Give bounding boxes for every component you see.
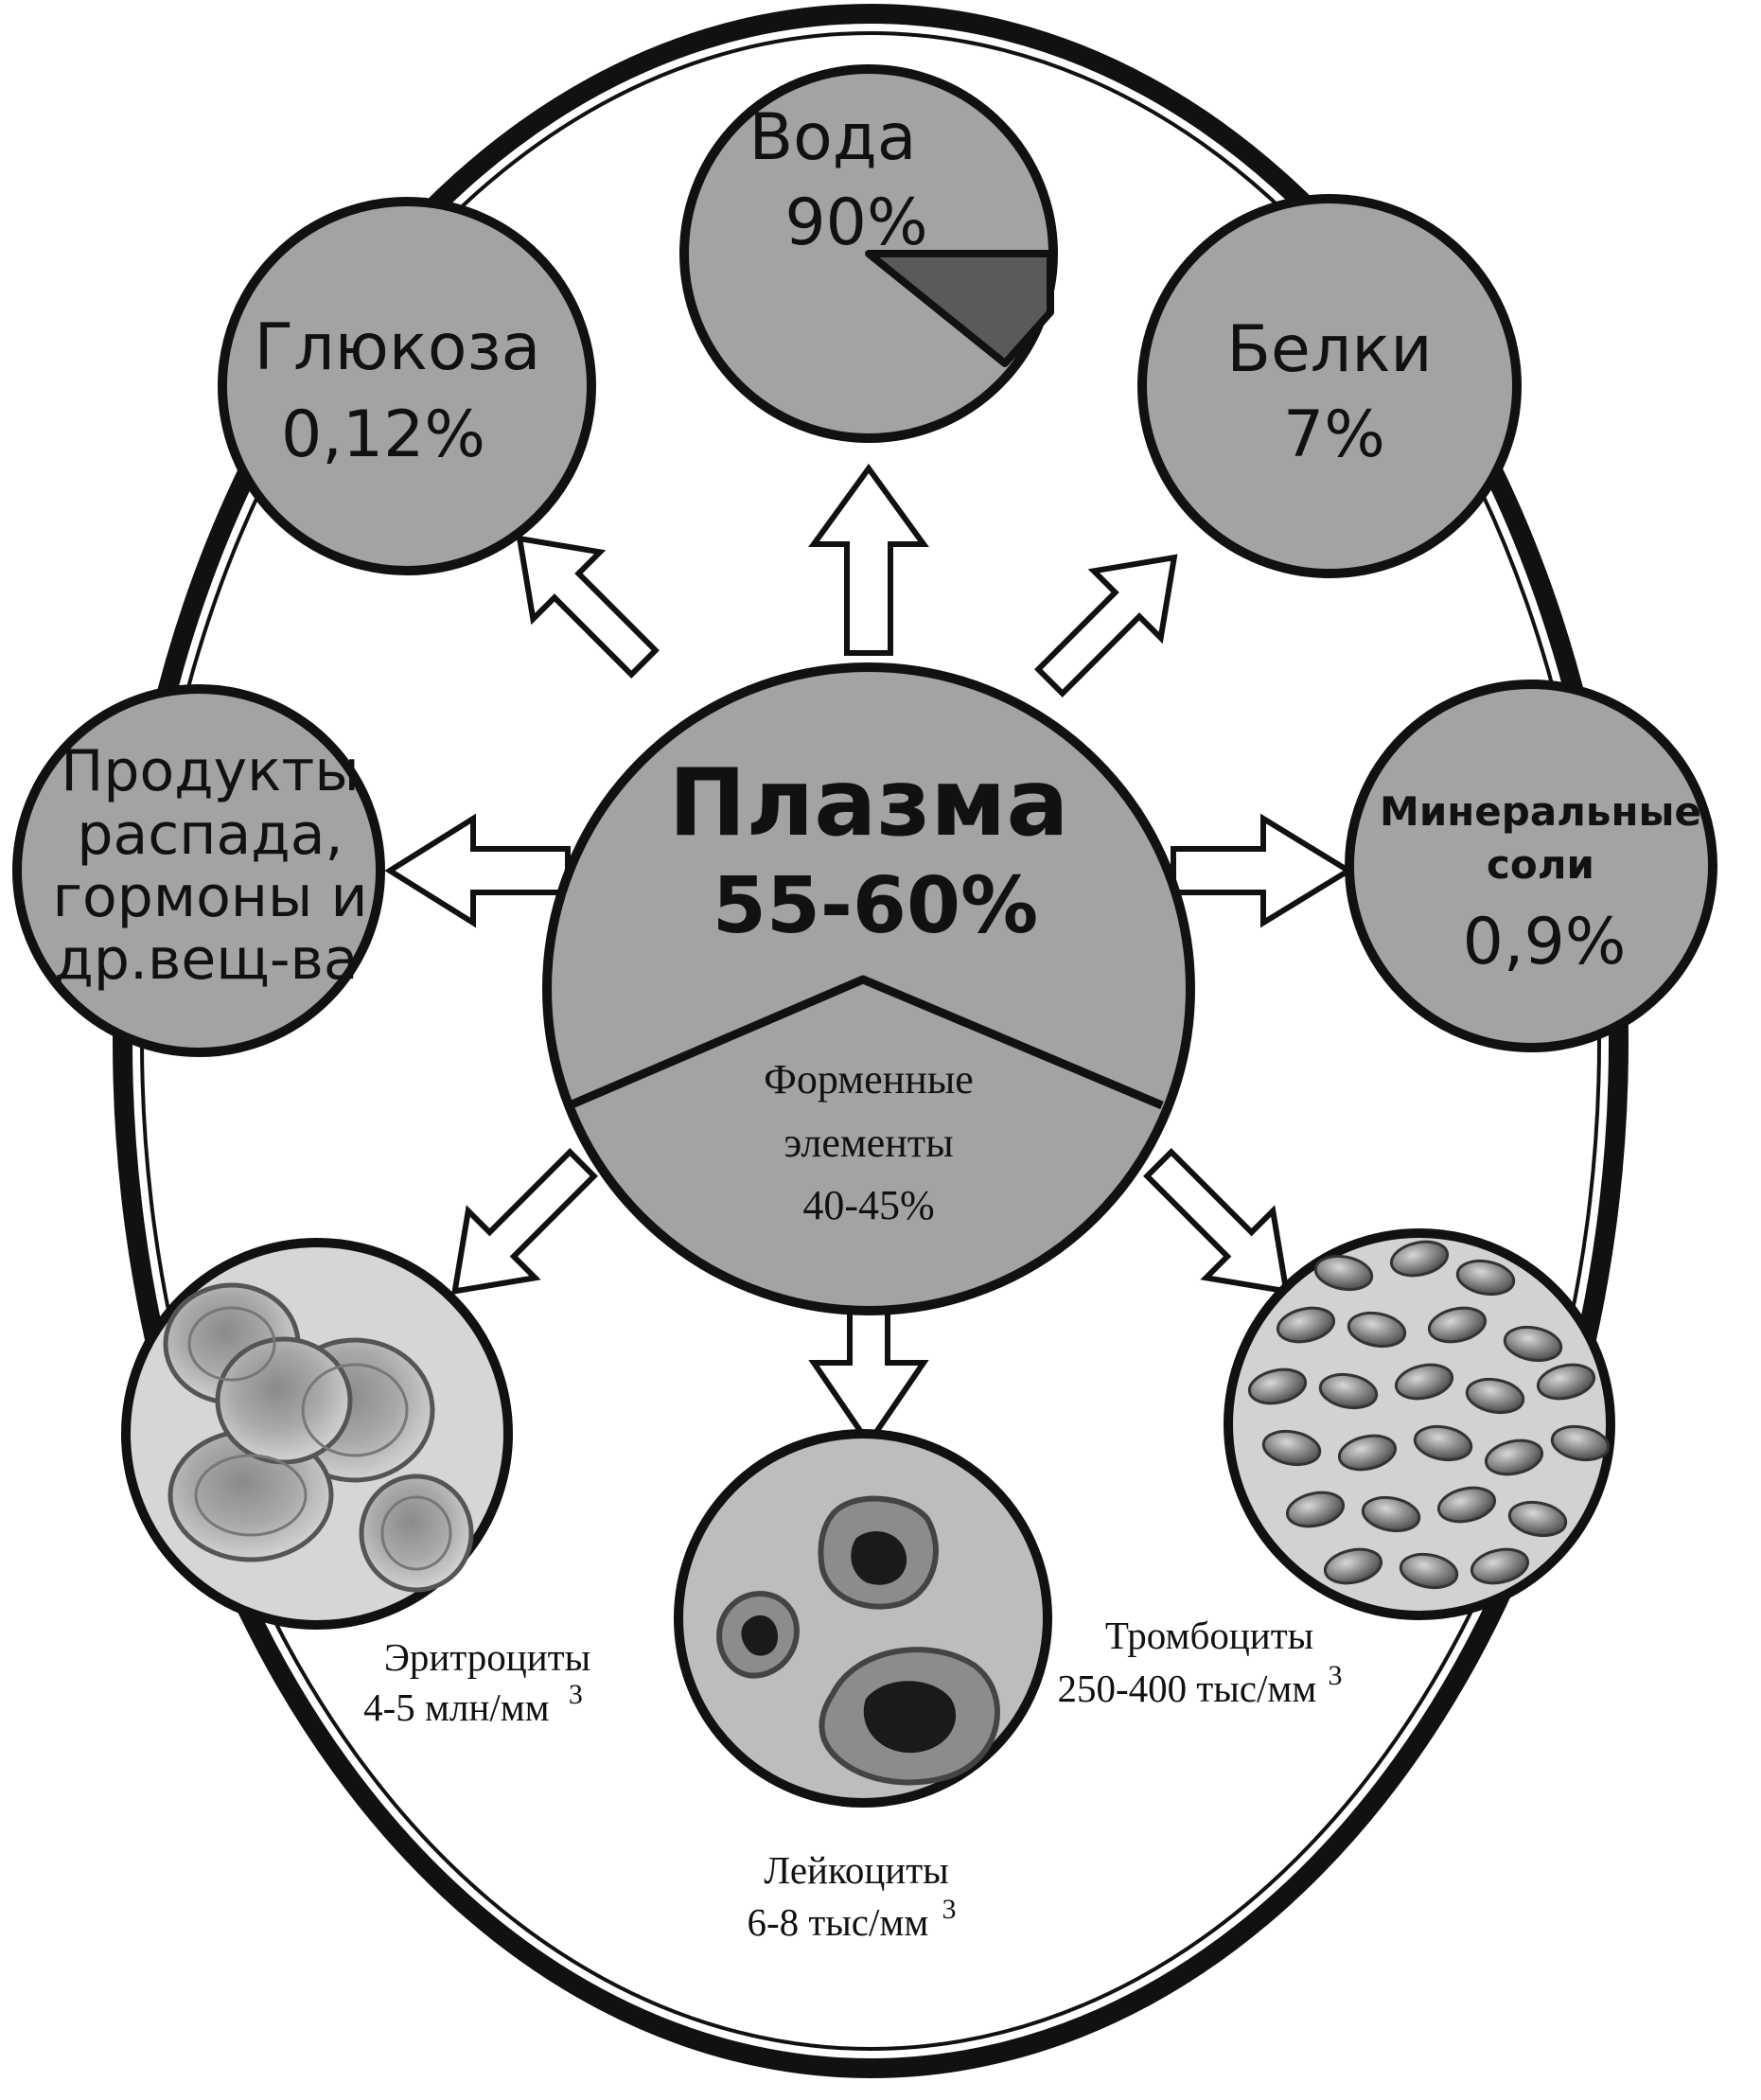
platelet-dot <box>1394 1363 1454 1401</box>
arrow-icon <box>384 813 571 928</box>
minerals-node: Минеральные соли 0,9% <box>1345 679 1717 1052</box>
platelet-dot <box>1285 1491 1346 1528</box>
plasma-title: Плазма <box>668 750 1068 857</box>
platelet-dot <box>1536 1363 1596 1401</box>
erythrocytes-count: 4-5 млн/мм 3 <box>363 1679 583 1729</box>
formed-elements-value: 40-45% <box>802 1182 934 1228</box>
products-line-2: распада, <box>77 802 343 868</box>
arrow-icon <box>1171 813 1354 928</box>
platelets-count: 250-400 тыс/мм 3 <box>1057 1660 1342 1710</box>
platelet-dot <box>1503 1325 1563 1363</box>
platelets-name: Тромбоциты <box>1105 1614 1313 1657</box>
arrow-icon <box>1143 1148 1290 1295</box>
plasma-value: 55-60% <box>713 861 1038 951</box>
platelet-dot <box>1507 1500 1568 1538</box>
platelets-count-text: 250-400 тыс/мм <box>1057 1667 1316 1710</box>
products-line-3: гормоны и <box>53 864 368 930</box>
proteins-value: 7% <box>1283 397 1385 472</box>
platelet-dot <box>1313 1254 1374 1292</box>
proteins-node: Белки 7% <box>1137 194 1522 578</box>
minerals-line-1: Минеральные <box>1380 788 1701 835</box>
erythrocytes-count-text: 4-5 млн/мм <box>363 1685 550 1729</box>
plasma-node: Плазма 55-60% Форменные элементы 40-45% <box>542 662 1195 1315</box>
platelet-dot <box>1399 1552 1459 1590</box>
formed-elements-divider <box>568 975 1164 1110</box>
platelet-dot <box>1347 1311 1407 1349</box>
erythrocytes-name: Эритроциты <box>384 1635 590 1679</box>
platelet-dot <box>1413 1424 1473 1462</box>
platelet-dot <box>1455 1259 1516 1297</box>
arrow-icon <box>808 1294 929 1449</box>
erythrocytes-exp: 3 <box>569 1679 583 1710</box>
arrow-icon <box>516 535 660 679</box>
water-value: 90% <box>784 185 927 260</box>
formed-elements-line-1: Форменные <box>764 1056 974 1103</box>
glucose-name: Глюкоза <box>255 310 541 385</box>
platelet-dot <box>1550 1424 1611 1462</box>
erythrocytes-icon <box>163 1282 474 1593</box>
products-node: Продукты распада, гормоны и др.вещ-ва <box>12 684 385 1057</box>
platelet-dot <box>1276 1306 1336 1344</box>
leukocytes-count: 6-8 тыс/мм 3 <box>747 1894 956 1944</box>
platelet-dot <box>1261 1429 1322 1467</box>
leukocytes-node: Лейкоциты 6-8 тыс/мм 3 <box>674 1429 1052 1944</box>
platelet-dot <box>1436 1486 1497 1524</box>
erythrocytes-node: Эритроциты 4-5 млн/мм 3 <box>121 1238 590 1729</box>
platelet-dot <box>1337 1434 1398 1472</box>
arrow-icon <box>808 463 929 656</box>
platelet-dot <box>1427 1306 1488 1344</box>
products-line-1: Продукты <box>61 738 359 804</box>
platelets-node: Тромбоциты 250-400 тыс/мм 3 <box>1057 1228 1615 1710</box>
platelet-dot <box>1484 1438 1544 1476</box>
platelet-dot <box>1323 1547 1383 1585</box>
platelet-dot <box>1465 1377 1525 1415</box>
arrow-icon <box>1034 554 1178 697</box>
glucose-node: Глюкоза 0,12% <box>218 197 596 575</box>
water-name: Вода <box>749 100 917 175</box>
arrow-icon <box>451 1148 598 1295</box>
formed-elements-line-2: элементы <box>784 1120 953 1166</box>
minerals-line-2: соли <box>1487 841 1594 888</box>
platelet-dot <box>1470 1547 1530 1585</box>
water-node: Вода 90% <box>679 64 1058 443</box>
leukocytes-count-text: 6-8 тыс/мм <box>747 1900 928 1944</box>
leukocytes-icon <box>716 1495 1000 1786</box>
platelet-dot <box>1318 1372 1379 1410</box>
water-pie-wedge <box>865 250 1054 367</box>
minerals-value: 0,9% <box>1463 905 1627 979</box>
glucose-value: 0,12% <box>281 397 485 472</box>
platelet-dot <box>1389 1240 1450 1278</box>
platelets-exp: 3 <box>1329 1660 1343 1691</box>
proteins-name: Белки <box>1226 312 1432 387</box>
platelets-icon <box>1247 1240 1611 1590</box>
platelet-dot <box>1361 1495 1421 1533</box>
products-line-4: др.вещ-ва <box>54 926 358 993</box>
leukocytes-name: Лейкоциты <box>764 1848 948 1892</box>
platelet-dot <box>1247 1368 1308 1405</box>
arrows <box>384 463 1354 1449</box>
leukocytes-exp: 3 <box>942 1894 957 1925</box>
